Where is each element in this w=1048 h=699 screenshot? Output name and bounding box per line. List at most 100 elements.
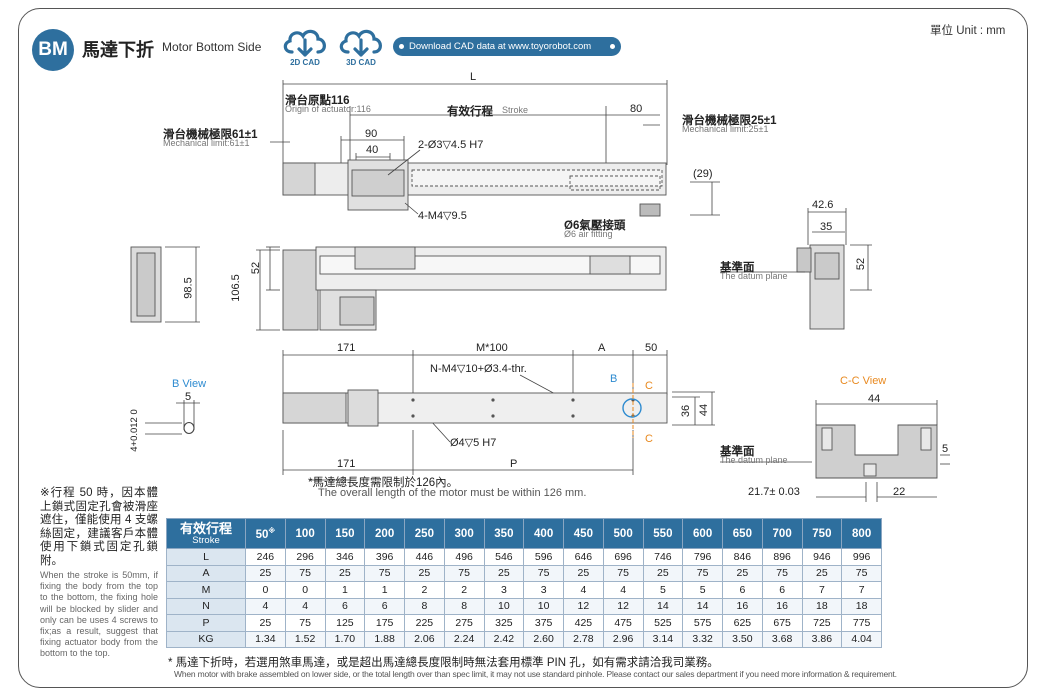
stroke-label-en: Stroke xyxy=(502,105,529,115)
title-en: Motor Bottom Side xyxy=(162,40,262,54)
table-cell: 8 xyxy=(443,597,485,615)
table-cell: 2.06 xyxy=(404,630,445,648)
stroke-header: 450 xyxy=(563,518,604,549)
table-cell: 75 xyxy=(523,564,564,582)
stroke-header: 350 xyxy=(483,518,525,549)
mech-limit-right-en: Mechanical limit:25±1 xyxy=(682,124,769,134)
stroke-header: 550 xyxy=(642,518,684,549)
table-cell: 675 xyxy=(761,614,803,632)
table-cell: 14 xyxy=(682,597,723,615)
table-cell: 6 xyxy=(364,597,405,615)
dim-L: L xyxy=(470,71,477,83)
table-cell: 775 xyxy=(841,614,882,632)
cad-3d-label: 3D CAD xyxy=(346,58,376,67)
dim-80: 80 xyxy=(630,103,643,115)
origin-label-zh: 滑台原點116 xyxy=(285,95,350,107)
table-cell: 75 xyxy=(682,564,723,582)
table-cell: 0 xyxy=(284,581,326,599)
dim-171-bottom: 171 xyxy=(337,458,356,470)
download-cad-link[interactable]: Download CAD data at www.toyorobot.com xyxy=(393,37,621,56)
b-view-dim-5: 5 xyxy=(185,391,192,403)
table-cell: 6 xyxy=(722,581,763,599)
stroke-label-zh: 有效行程 xyxy=(447,106,493,118)
table-cell: 12 xyxy=(563,597,604,615)
stroke-header: 150 xyxy=(324,518,366,549)
table-cell: 2 xyxy=(404,581,445,599)
m4-label: 4-M4▽9.5 xyxy=(418,210,467,222)
table-cell: 725 xyxy=(801,614,843,632)
b-marker-label: B xyxy=(610,373,618,385)
table-cell: 12 xyxy=(602,597,644,615)
table-cell: 0 xyxy=(245,581,286,599)
cad-3d-button[interactable]: 3D CAD xyxy=(336,24,386,70)
stroke-header: 100 xyxy=(284,518,326,549)
cad-2d-button[interactable]: 2D CAD xyxy=(280,24,330,70)
table-cell: 125 xyxy=(324,614,366,632)
table-cell: 4 xyxy=(284,597,326,615)
air-fitting-en: Ø6 air fitting xyxy=(564,229,613,239)
table-cell: 946 xyxy=(801,548,843,566)
right-end-view xyxy=(796,244,845,330)
row-label: KG xyxy=(166,630,246,648)
corner-zh: 有效行程 xyxy=(179,520,232,536)
table-cell: 2.78 xyxy=(563,630,604,648)
table-cell: 896 xyxy=(761,548,803,566)
model-badge: BM xyxy=(32,29,74,71)
row-label: P xyxy=(166,614,246,632)
table-cell: 3 xyxy=(483,581,525,599)
table-cell: 646 xyxy=(563,548,604,566)
top-view xyxy=(282,159,667,217)
table-cell: 6 xyxy=(324,597,366,615)
table-cell: 3.14 xyxy=(642,630,684,648)
table-cell: 3.86 xyxy=(801,630,843,648)
table-cell: 25 xyxy=(642,564,684,582)
page-frame xyxy=(18,8,1028,688)
datum-plane-en: The datum plane xyxy=(720,271,788,281)
table-cell: 25 xyxy=(801,564,843,582)
table-cell: 846 xyxy=(722,548,763,566)
table-cell: 25 xyxy=(722,564,763,582)
motor-length-note-en: The overall length of the motor must be … xyxy=(318,487,587,499)
table-cell: 4 xyxy=(563,581,604,599)
footer-note-zh: * 馬達下折時，若選用煞車馬達，或是超出馬達總長度限制時無法套用標準 PIN 孔… xyxy=(168,657,719,669)
hole-2-label: 2-Ø3▽4.5 H7 xyxy=(418,139,484,151)
table-cell: 2.96 xyxy=(602,630,644,648)
datum-plane-2-en: The datum plane xyxy=(720,455,788,465)
cad-2d-label: 2D CAD xyxy=(290,58,320,67)
cloud-download-icon xyxy=(283,29,326,57)
table-cell: 546 xyxy=(483,548,525,566)
table-cell: 3.50 xyxy=(722,630,763,648)
b-view-dim-tol: 4+0.012 0 xyxy=(128,409,140,452)
side-note-zh: ※行程 50 時，因本體上鎖式固定孔會被滑座遮住，僅能使用 4 支螺絲固定，建議… xyxy=(40,487,158,567)
spec-table: 有效行程 Stroke 50※ 100 150 200 250 300 350 … xyxy=(166,518,882,648)
table-cell: 596 xyxy=(523,548,564,566)
dim-44-right: 44 xyxy=(698,403,711,417)
cloud-download-icon xyxy=(339,29,382,57)
stroke-header: 800 xyxy=(841,518,882,549)
dim-42-6: 42.6 xyxy=(812,199,834,211)
title-zh: 馬達下折 xyxy=(82,40,154,60)
table-cell: 16 xyxy=(761,597,803,615)
table-cell: 525 xyxy=(642,614,684,632)
dim-M100: M*100 xyxy=(476,342,508,354)
table-cell: 296 xyxy=(284,548,326,566)
stroke-header: 750 xyxy=(801,518,843,549)
hole-4-label: Ø4▽5 H7 xyxy=(450,437,497,449)
origin-label-en: Origin of actuator:116 xyxy=(285,104,371,114)
table-cell: 4.04 xyxy=(841,630,882,648)
stroke-header: 600 xyxy=(682,518,723,549)
bottom-view xyxy=(282,389,668,427)
table-cell: 396 xyxy=(364,548,405,566)
dim-P: P xyxy=(510,458,518,470)
table-cell: 75 xyxy=(761,564,803,582)
stroke-header: 400 xyxy=(523,518,564,549)
row-label: A xyxy=(166,564,246,582)
dim-171-top: 171 xyxy=(337,342,356,354)
table-cell: 75 xyxy=(284,614,326,632)
dim-29: (29) xyxy=(693,168,713,180)
